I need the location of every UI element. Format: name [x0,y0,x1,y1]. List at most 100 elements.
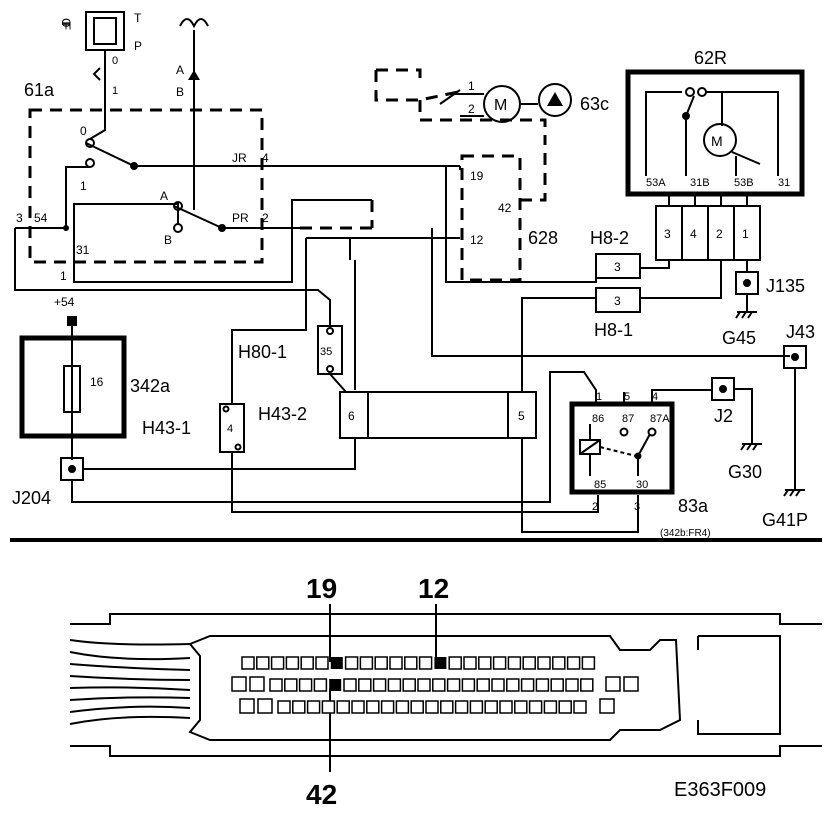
j135-dot [743,279,751,287]
connector-h8: 3 H8-2 3 H8-1 [590,228,641,340]
term-1: 1 [60,269,67,283]
contact-label-0: 0 [80,124,87,138]
h43-1-pin-b [234,443,242,451]
connector-pin [528,700,543,714]
ab-label-a: A [176,63,184,77]
j43-dot [791,353,799,361]
ecu-pin-19: 19 [470,169,484,183]
connector-pin [565,678,579,692]
connector-pin [256,656,270,670]
connector-pin [463,656,477,670]
ecu-628-label: 628 [528,228,558,248]
h43-2-pin-6: 6 [348,409,355,423]
knob-pin-0: 0 [112,55,118,67]
contact-1 [85,158,95,168]
connector-h80-1: 35 H80-1 [238,325,343,375]
r83-pn-5: 5 [624,391,630,403]
pin-grid [231,656,639,714]
switch-61a: OFF T P 0 1 61a 0 1 A B A B [15,11,460,283]
j204-dot [68,465,76,473]
j2-label: J2 [714,406,733,426]
antenna-icon [179,18,209,29]
connector-pin [491,678,505,692]
g41p-ground-icon [783,489,805,497]
g30-lead [734,388,753,444]
g30-label: G30 [728,462,762,482]
r62-contact-1 [685,87,695,97]
connector-pin [298,678,313,692]
wire-j204-83a [71,371,572,503]
connector-pin [358,678,372,692]
connector-pin [404,656,418,670]
connector-pin [313,678,328,692]
connector-pin [432,678,446,692]
connector-pin [506,678,520,692]
connector-pin [623,676,639,692]
wire-h43-1-83a [231,452,599,513]
ab-arrow-icon [188,70,200,80]
connector-pin [270,656,285,670]
r62-pin-53a: 53A [646,177,666,189]
g45-label: G45 [722,328,756,348]
r83-link [599,446,637,457]
fuse-342a-label: 342a [130,376,171,396]
junction-j204: J204 [12,457,84,508]
connector-pin [351,700,365,714]
fuse-342a: +54 16 342a [19,295,171,460]
connector-pin [552,656,566,670]
wire-h8-1-down [521,297,596,392]
h8-2-body [595,253,641,279]
r83-contact-87 [619,427,629,437]
r83-pin-87a: 87A [650,413,670,425]
knob-arrow [92,67,101,81]
switch-blade-1 [85,142,135,167]
term-pr-n: 2 [262,211,269,225]
connector-pin [425,700,439,714]
r62-pin-31b: 31B [690,177,710,189]
connector-pin [277,700,291,714]
wire-3-to-h80 [14,228,331,325]
connector-pin [520,678,535,692]
knob-label-o: OFF [59,18,73,30]
term-jr: JR [232,151,247,165]
h80-1-pin-top [326,327,334,335]
connector-pin [434,657,447,669]
r62-conn-3: 3 [664,227,671,241]
h43-1-pin: 4 [227,423,233,435]
fuse-value: 16 [90,375,104,389]
relay-83a-box [569,401,675,495]
wire-31 [73,203,179,256]
fuse-supply-terminal [67,316,77,326]
ecu-pin-12: 12 [470,233,484,247]
connector-pin [522,656,536,670]
connector-pin [514,700,528,714]
connector-h43-1: 4 H43-1 [142,403,245,453]
r62-motor-circle [703,123,737,157]
connector-pin [359,656,374,670]
h8-2-pin: 3 [614,260,621,274]
junction-j135: J135 G45 [722,271,805,348]
connector-pin [284,678,298,692]
r83-pn-3: 3 [634,501,640,513]
term-pr: PR [232,211,249,225]
connector-pin [374,656,388,670]
wire-to-j43 [431,228,790,357]
connector-pin [499,700,513,714]
switch-61a-label: 61a [24,80,55,100]
switch-blade-2 [173,205,223,229]
r62-out-2 [640,260,722,299]
switch-knob [93,17,117,45]
h80-1-label: H80-1 [238,342,287,362]
relay-83a: 1 5 4 86 87 87A 85 30 2 3 83a (342b:FR4) [569,371,712,539]
wire-h43-2-83a [521,438,639,533]
connector-pin [418,656,433,670]
connector-pin [285,656,300,670]
r62-pin-53b: 53B [734,177,754,189]
h80-1-pin-bottom [326,365,334,373]
connector-pin [241,656,255,670]
r62-wire-a [645,91,682,176]
connector-pin [446,678,461,692]
wire-12-down [231,238,307,405]
ecu-42-link [520,142,547,202]
figure-id: E363F009 [674,779,766,801]
